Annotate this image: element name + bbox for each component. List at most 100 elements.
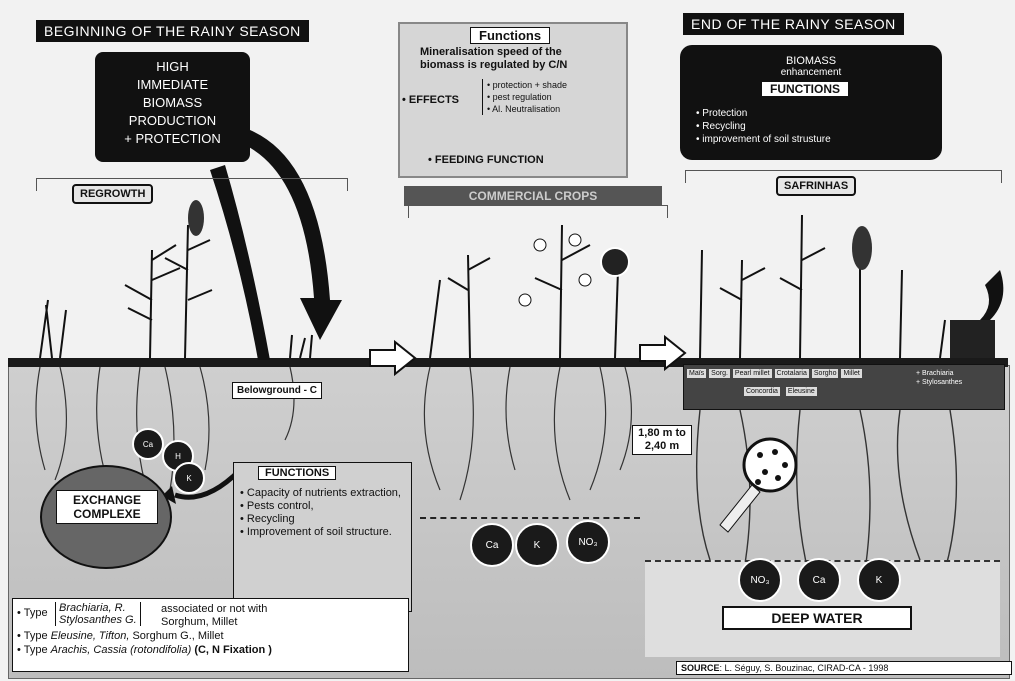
center-line1: Mineralisation speed of the [420, 46, 562, 58]
right-biomass-box: BIOMASS enhancement FUNCTIONS • Protecti… [680, 45, 942, 160]
safrinha-cell: Maïs [687, 369, 707, 378]
depth-label: 1,80 m to 2,40 m [632, 425, 692, 455]
ground-line [8, 358, 1008, 367]
legend-prefix: • Type [17, 644, 48, 656]
center-line2: biomass is regulated by C/N [420, 59, 568, 71]
legend-suffix: (C, N Fixation ) [194, 644, 272, 656]
sorghum-head-right [852, 226, 872, 270]
left-box-line: BIOMASS [142, 95, 203, 110]
safrinha-cell: Concordia [744, 387, 780, 396]
safrinha-cell: Millet [841, 369, 862, 378]
legend-italic: Arachis, Cassia (rotondifolia) [50, 644, 192, 656]
magnifier-icon [742, 437, 798, 493]
arrow-icon-2 [639, 334, 687, 372]
curved-arrow-right [980, 270, 1004, 320]
effect-item: • protection + shade [487, 80, 567, 90]
right-functions-list: • Protection • Recycling • improvement o… [696, 107, 831, 146]
center-functions-header: Functions [470, 27, 551, 44]
safrinha-cell: Sorgho [811, 369, 839, 378]
legend-suffix: Sorghum G., Millet [132, 630, 224, 642]
legend-line2: • Type Eleusine, Tifton, Sorghum G., Mil… [17, 630, 224, 643]
title-beginning: BEGINNING OF THE RAINY SEASON [36, 20, 309, 42]
legend-bracket: Brachiaria, R. Stylosanthes G. [55, 602, 141, 626]
legend-line1-suffix: associated or not with [161, 603, 268, 615]
effects-label: • EFFECTS [402, 94, 460, 106]
legend-italic: Stylosanthes G. [59, 614, 137, 626]
effect-item: • pest regulation [487, 92, 552, 102]
return-arrow-head [162, 486, 176, 504]
commercial-crops-label: COMMERCIAL CROPS [404, 186, 662, 206]
dense-cover [950, 320, 995, 358]
right-functions-header: FUNCTIONS [762, 82, 848, 96]
right-line1: BIOMASS [785, 55, 837, 67]
belowground-label: Belowground - C [232, 382, 322, 399]
center-functions-box: Functions Mineralisation speed of the bi… [398, 22, 628, 178]
right-line2: enhancement [780, 67, 842, 78]
source-text: : L. Séguy, S. Bouzinac, CIRAD-CA - 1998 [719, 663, 889, 673]
safrinhas-bracket [685, 170, 1002, 183]
nutrient-circle: NO₃ [738, 558, 782, 602]
feeding-function: • FEEDING FUNCTION [428, 154, 544, 166]
legend-line3: • Type Arachis, Cassia (rotondifolia) (C… [17, 644, 272, 657]
nutrient-circle: NO₃ [566, 520, 610, 564]
roots-middle [423, 366, 633, 501]
plants-left [39, 224, 313, 359]
cotton-bolls [518, 233, 592, 307]
legend-line1-prefix: • Type [17, 607, 48, 619]
right-function-item: • Protection [696, 108, 748, 119]
roots-left [35, 366, 295, 501]
regrowth-label: REGROWTH [72, 184, 154, 204]
safrinha-cell: Pearl millet [732, 369, 772, 378]
plants-middle [429, 224, 619, 359]
arrow-icon-1 [369, 339, 417, 377]
right-function-item: • improvement of soil strusture [696, 134, 831, 145]
soil-function-item: • Improvement of soil structure. [240, 526, 392, 538]
nutrient-circle: K [515, 523, 559, 567]
left-box-line: + PROTECTION [124, 131, 221, 146]
high-biomass-box: HIGH IMMEDIATE BIOMASS PRODUCTION + PROT… [95, 52, 250, 162]
safrinha-cell: Crotalaria [774, 369, 809, 378]
safrinha-table: Maïs Sorg. Pearl millet Crotalaria Sorgh… [683, 364, 1005, 410]
soil-function-item: • Recycling [240, 513, 295, 525]
safrinha-brachiaria: + Brachiaria + Stylosanthes [916, 369, 962, 387]
curved-arrow-left [210, 165, 270, 360]
left-box-line: PRODUCTION [128, 113, 217, 128]
soil-functions-box: FUNCTIONS • Capacity of nutrients extrac… [233, 462, 412, 612]
deep-water-label: DEEP WATER [722, 606, 912, 630]
magnifier-dots [755, 449, 788, 485]
legend-italic: Brachiaria, R. [59, 602, 126, 614]
nutrient-circle: K [857, 558, 901, 602]
regrowth-bracket [36, 178, 348, 191]
source-label: SOURCE [681, 663, 720, 673]
effect-item: • Al. Neutralisation [487, 104, 561, 114]
commercial-bracket [408, 205, 668, 218]
soil-function-item: • Capacity of nutrients extraction, [240, 487, 401, 499]
safrinha-row1: Maïs Sorg. Pearl millet Crotalaria Sorgh… [687, 369, 862, 378]
sunflower [600, 247, 630, 277]
dashed-line-middle [420, 517, 640, 519]
soil-functions-header: FUNCTIONS [258, 466, 337, 480]
safrinha-cell: Eleusine [785, 387, 817, 396]
curved-arrow-down [245, 130, 342, 340]
title-end: END OF THE RAINY SEASON [683, 13, 904, 35]
plants-right [699, 214, 946, 359]
soil-functions-list: • Capacity of nutrients extraction, • Pe… [240, 487, 408, 539]
legend-box: • Type Brachiaria, R. Stylosanthes G. as… [12, 598, 409, 672]
soil-function-item: • Pests control, [240, 500, 314, 512]
effects-list: • protection + shade • pest regulation •… [482, 79, 567, 115]
legend-italic: Eleusine, Tifton, [50, 630, 130, 642]
legend-line1-cont: Sorghum, Millet [161, 616, 238, 628]
nutrient-circle: Ca [470, 523, 514, 567]
source-citation: SOURCE: L. Séguy, S. Bouzinac, CIRAD-CA … [676, 661, 1012, 675]
safrinhas-label: SAFRINHAS [776, 176, 857, 196]
left-box-line: IMMEDIATE [136, 77, 209, 92]
nutrient-circle: Ca [132, 428, 164, 460]
magnifier-handle [719, 484, 761, 533]
sorghum-head-left [188, 200, 204, 236]
legend-prefix: • Type [17, 630, 48, 642]
exchange-complex-label: EXCHANGE COMPLEXE [56, 490, 158, 524]
nutrient-circle: K [173, 462, 205, 494]
safrinha-cell: + Stylosanthes [916, 379, 963, 386]
safrinha-cell: Sorg. [709, 369, 730, 378]
